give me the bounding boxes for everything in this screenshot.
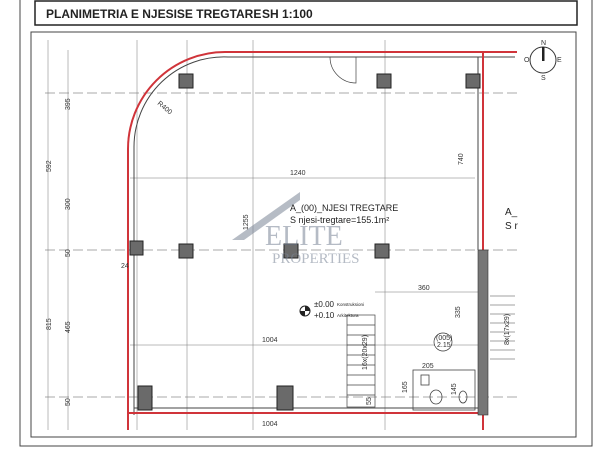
main-stairs: [346, 314, 376, 408]
column: [178, 73, 194, 89]
dim-stair-height: 335: [455, 306, 462, 318]
dim-left-lower-total: 815: [46, 318, 53, 330]
column: [137, 385, 153, 411]
title-box: [34, 0, 578, 26]
compass-n: N: [541, 40, 546, 47]
dim-left-bottom: 50: [65, 398, 72, 406]
dim-stair-width: 360: [418, 285, 430, 292]
axis-lines: [47, 40, 480, 430]
column: [376, 73, 392, 89]
dimension-labels: 592 395 300 50 815 465 50 24 R400 1240 1…: [46, 98, 465, 428]
dim-right-upper: 740: [458, 153, 465, 165]
north-compass-icon: N E S O: [524, 40, 562, 82]
level-architecture-label: Arkitektura: [337, 313, 359, 318]
level-structure: ±0.00: [314, 300, 335, 309]
side-stairs: [490, 295, 515, 360]
column: [178, 243, 194, 259]
column: [465, 73, 481, 89]
level-tag-top: (005): [436, 335, 452, 342]
column: [374, 243, 390, 259]
right-wall-block: [477, 249, 489, 416]
drawing-frame: [30, 31, 577, 438]
stairs-main-label: 16x(20x29): [362, 335, 369, 370]
neighbor-area: S r: [505, 221, 518, 232]
dim-wc-inner: 145: [451, 383, 458, 395]
dim-wc-width: 205: [422, 363, 434, 370]
compass-s: S: [541, 75, 546, 82]
stairs-side-label: 8x(17x29): [504, 314, 511, 345]
level-tag-bottom: 2.15: [437, 342, 451, 349]
level-architecture: +0.10: [314, 311, 335, 320]
grid-lines: [45, 92, 520, 398]
outer-frame: [19, 0, 593, 447]
level-tag: [433, 332, 453, 352]
exterior-walls: [127, 51, 517, 430]
column: [283, 243, 299, 259]
compass-e: E: [557, 57, 562, 64]
room-name: A_(00)_NJESI TREGTARE: [290, 203, 398, 213]
dim-height-mid: 1255: [243, 214, 250, 230]
wc-room: [412, 369, 476, 411]
level-marker-fill: [300, 306, 310, 316]
column: [276, 385, 294, 411]
watermark-line2: PROPERTIES: [272, 251, 359, 267]
dim-left-top: 395: [65, 98, 72, 110]
compass-w: O: [524, 57, 530, 64]
watermark-logo: ELITE PROPERTIES: [232, 192, 359, 267]
neighbor-name: A_: [505, 207, 518, 218]
dim-left-lower: 465: [65, 321, 72, 333]
dim-left-mid: 300: [65, 198, 72, 210]
column: [129, 240, 144, 256]
plan-title: PLANIMETRIA E NJESISE TREGTARE: [46, 7, 261, 21]
dim-left-total: 592: [46, 160, 53, 172]
dim-step-gap: 55: [366, 397, 373, 405]
dim-radius: R400: [156, 100, 173, 116]
plan-scale: SH 1:100: [262, 7, 313, 21]
level-structure-label: Konstruksioni: [337, 302, 364, 307]
door-swing: [329, 56, 357, 84]
dim-inner-width: 1004: [262, 337, 278, 344]
dim-bottom-width: 1004: [262, 421, 278, 428]
watermark-line1: ELITE: [265, 221, 343, 252]
dim-wall-offset: 24: [121, 263, 129, 270]
dim-width-top: 1240: [290, 170, 306, 177]
room-area: S njesi-tregtare=155.1m²: [290, 215, 389, 225]
columns: [129, 73, 481, 411]
dim-left-small: 50: [65, 249, 72, 257]
dim-wc-height: 165: [402, 381, 409, 393]
